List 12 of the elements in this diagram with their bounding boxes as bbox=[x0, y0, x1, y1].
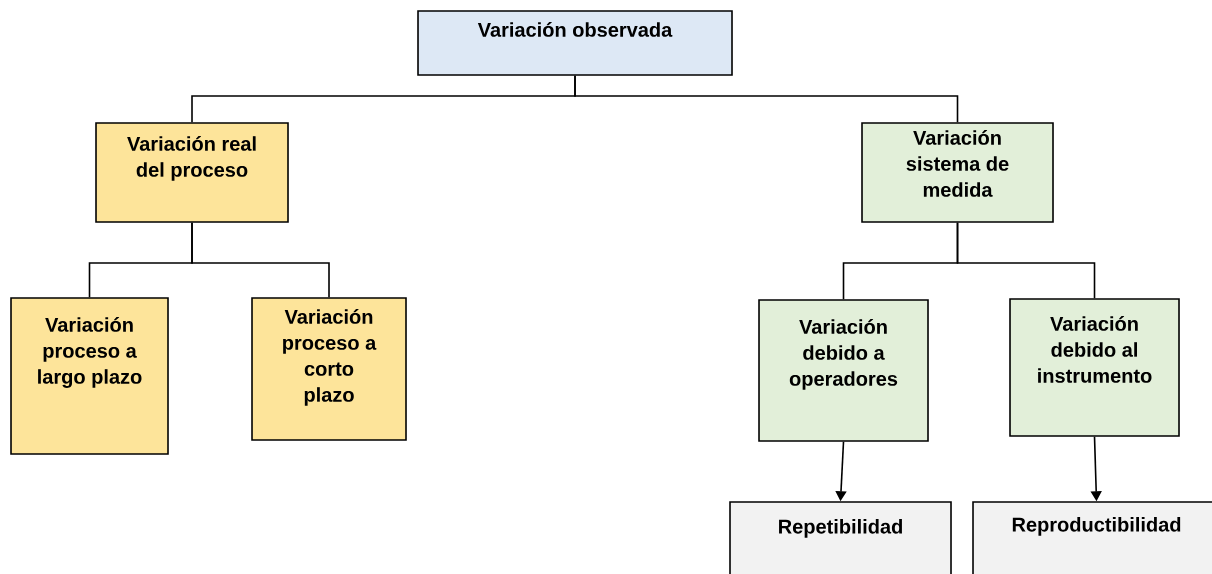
process-box: Variación proceso a corto plazo bbox=[251, 297, 407, 441]
connector-line bbox=[574, 75, 959, 123]
process-box: Variación debido a operadores bbox=[758, 299, 929, 442]
connector-line bbox=[191, 222, 330, 298]
process-box: Variación sistema de medida bbox=[861, 122, 1054, 223]
result-box: Repetibilidad bbox=[729, 501, 952, 574]
result-box: Reproductibilidad bbox=[972, 501, 1212, 574]
process-box: Variación proceso a largo plazo bbox=[10, 297, 169, 455]
root-box: Variación observada bbox=[417, 10, 733, 76]
process-box: Variación debido al instrumento bbox=[1009, 298, 1180, 437]
process-box: Variación real del proceso bbox=[95, 122, 289, 223]
connector-line bbox=[956, 222, 1096, 299]
